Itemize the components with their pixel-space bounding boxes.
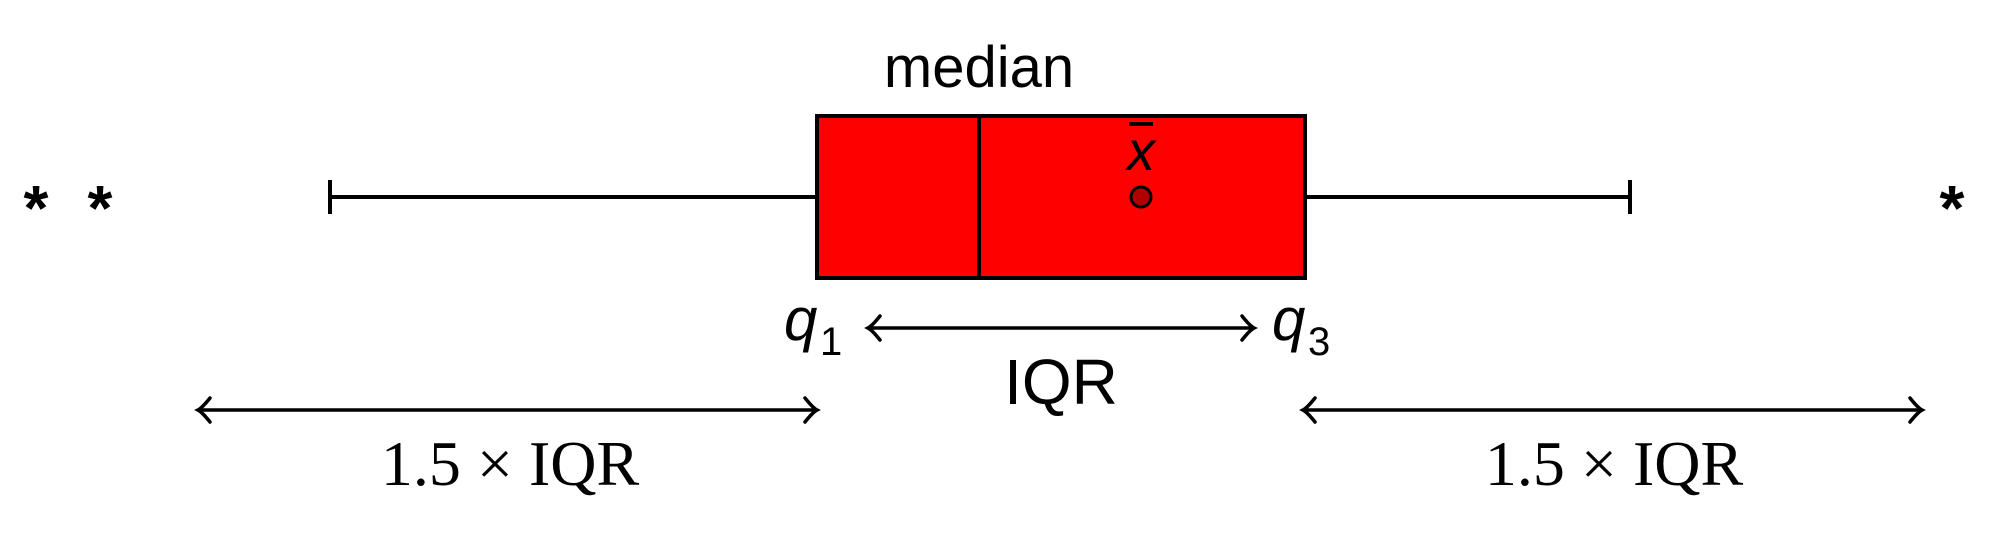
iqr-box	[815, 114, 1307, 280]
right-range-arrow	[1299, 396, 1926, 424]
left-range-label: 1.5 × IQR	[381, 428, 640, 499]
q3-label: q 3	[1272, 286, 1330, 364]
outlier-marker: *	[1940, 172, 1965, 244]
iqr-arrow	[864, 314, 1258, 342]
outlier-marker: *	[24, 172, 49, 244]
q1-letter: q	[784, 286, 817, 353]
q1-label: q 1	[784, 286, 842, 364]
q3-subscript: 3	[1308, 320, 1330, 364]
left-range-arrow	[194, 396, 821, 424]
q3-letter: q	[1272, 286, 1305, 353]
mean-marker	[1129, 185, 1153, 209]
right-range-label: 1.5 × IQR	[1485, 428, 1744, 499]
iqr-label: IQR	[1004, 346, 1118, 418]
q1-subscript: 1	[820, 320, 842, 364]
outlier-marker: *	[88, 172, 113, 244]
mean-label: x	[1124, 119, 1157, 182]
median-label: median	[884, 35, 1074, 100]
